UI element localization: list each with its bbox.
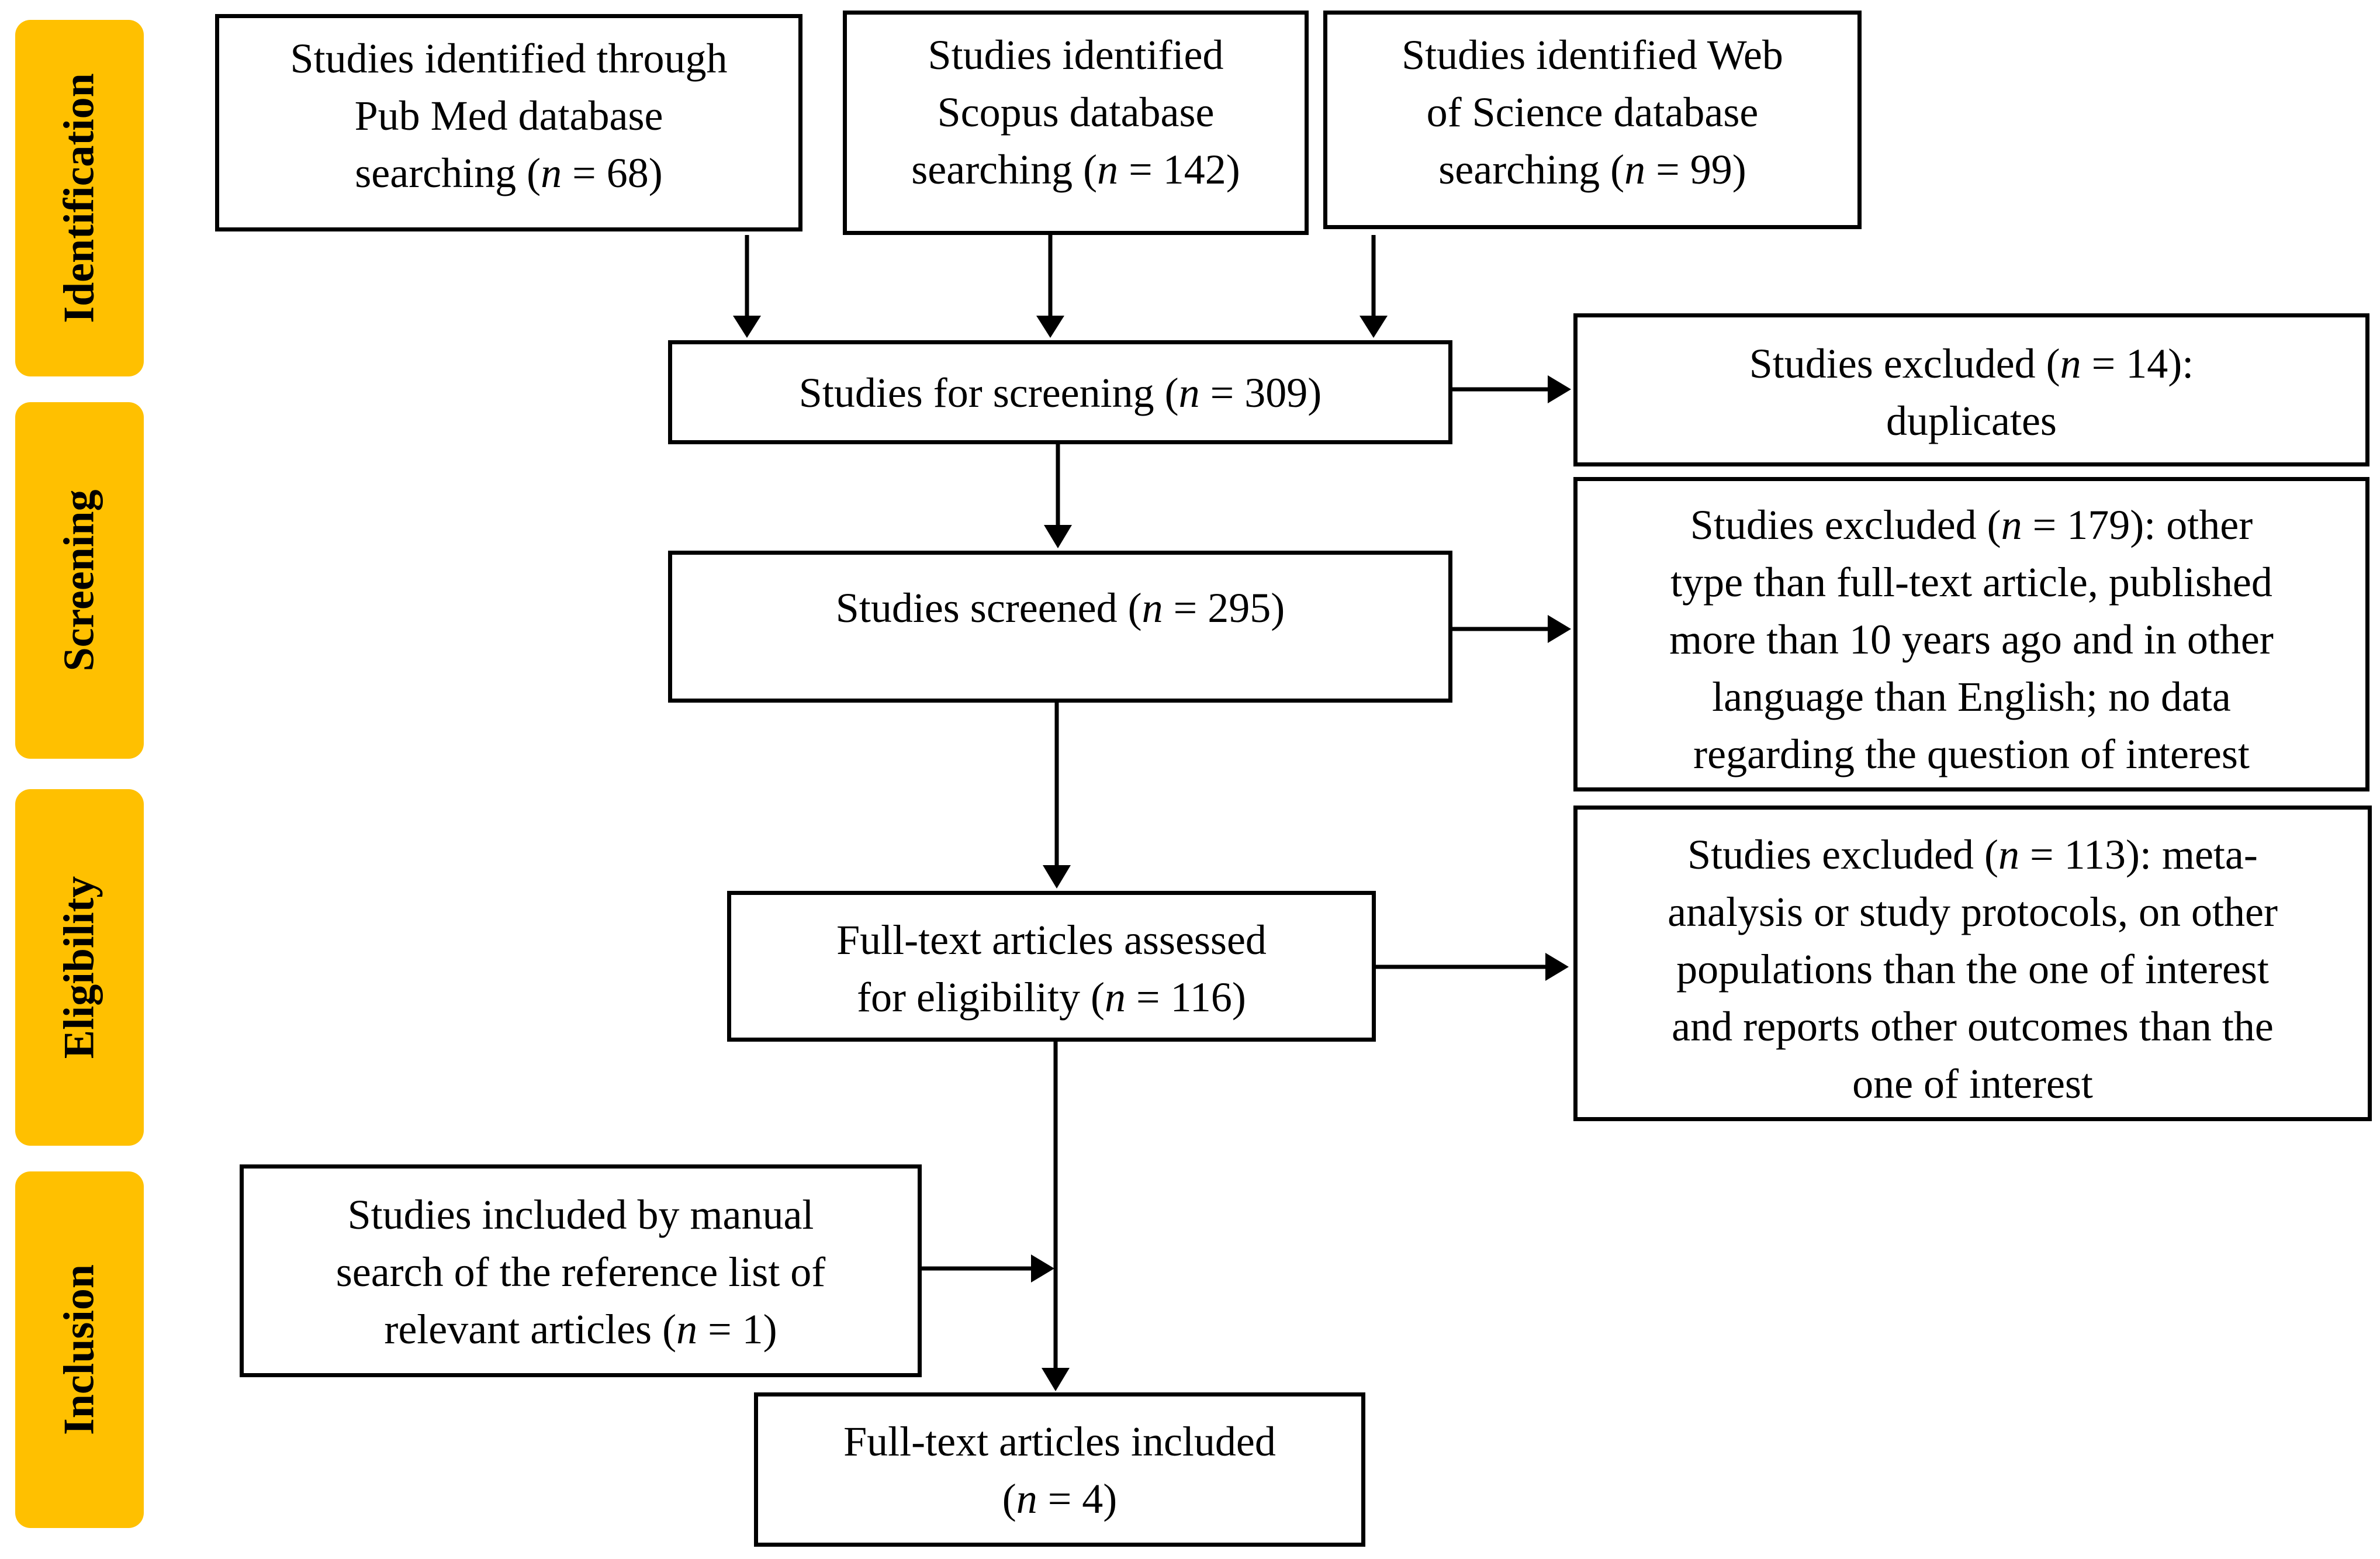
fulltext-assessed-n-symbol: n — [1105, 974, 1126, 1021]
excluded-eligibility-line-1: Studies excluded (n = 113): meta- — [1583, 826, 2362, 883]
pubmed-line-2: Pub Med database — [354, 92, 663, 139]
arrowhead-included — [1042, 1368, 1070, 1391]
pubmed-box: Studies identified through Pub Med datab… — [215, 14, 802, 231]
phase-eligibility: Eligibility — [15, 789, 144, 1146]
pubmed-line-3: searching (n = 68) — [225, 144, 793, 202]
for-screening-n-symbol: n — [1178, 369, 1200, 416]
phase-screening: Screening — [15, 402, 144, 759]
scopus-line-3: searching (n = 142) — [853, 141, 1299, 198]
arrowhead-scopus — [1036, 316, 1064, 338]
excluded-duplicates-line-1: Studies excluded (n = 14): — [1583, 335, 2360, 392]
for-screening-prefix: Studies for screening ( — [798, 369, 1179, 416]
wos-box: Studies identified Web of Science databa… — [1323, 11, 1862, 229]
screened-suffix: = 295) — [1163, 585, 1285, 631]
arrowhead-screened — [1044, 525, 1072, 548]
pubmed-count-prefix: searching ( — [355, 150, 541, 196]
excluded-duplicates-suffix: = 14): — [2081, 340, 2194, 387]
excluded-duplicates-prefix: Studies excluded ( — [1749, 340, 2060, 387]
for-screening-box: Studies for screening (n = 309) — [668, 340, 1452, 444]
excluded-screening-line-5: regarding the question of interest — [1693, 731, 2250, 777]
phase-inclusion: Inclusion — [15, 1171, 144, 1528]
screened-n-symbol: n — [1141, 585, 1163, 631]
manual-search-suffix: = 1) — [697, 1306, 777, 1353]
excluded-screening-line-4: language than English; no data — [1712, 673, 2231, 720]
scopus-line-2: Scopus database — [937, 89, 1215, 136]
manual-search-n-symbol: n — [676, 1306, 698, 1353]
manual-search-line-3: relevant articles (n = 1) — [250, 1301, 912, 1358]
included-line-1: Full-text articles included — [843, 1418, 1276, 1465]
manual-search-line-2: search of the reference list of — [335, 1249, 826, 1295]
excluded-screening-line-3: more than 10 years ago and in other — [1669, 616, 2274, 663]
manual-search-box: Studies included by manual search of the… — [240, 1164, 922, 1377]
scopus-box: Studies identified Scopus database searc… — [843, 11, 1309, 235]
included-prefix: ( — [1002, 1475, 1016, 1522]
arrowhead-pubmed — [733, 316, 761, 338]
for-screening-suffix: = 309) — [1199, 369, 1322, 416]
scopus-line-1: Studies identified — [928, 32, 1224, 78]
excluded-screening-line-2: type than full-text article, published — [1670, 559, 2272, 606]
phase-identification: Identification — [15, 20, 144, 376]
excluded-duplicates-line-2: duplicates — [1886, 397, 2057, 444]
screened-line-1: Studies screened (n = 295) — [678, 579, 1442, 637]
arrowhead-wos — [1359, 316, 1388, 338]
included-line-2: (n = 4) — [764, 1470, 1355, 1527]
included-suffix: = 4) — [1037, 1475, 1118, 1522]
excluded-eligibility-line-3: populations than the one of interest — [1676, 946, 2269, 993]
excluded-eligibility-n-symbol: n — [1998, 831, 2020, 878]
fulltext-assessed-box: Full-text articles assessed for eligibil… — [727, 891, 1376, 1042]
excluded-eligibility-line-2: analysis or study protocols, on other — [1668, 889, 2278, 935]
fulltext-assessed-line-2: for eligibility (n = 116) — [737, 969, 1366, 1026]
excluded-screening-line-1: Studies excluded (n = 179): other — [1583, 496, 2360, 554]
screened-prefix: Studies screened ( — [835, 585, 1142, 631]
wos-line-2: of Science database — [1426, 89, 1759, 136]
arrowhead-manual — [1031, 1254, 1054, 1283]
scopus-n-symbol: n — [1097, 146, 1119, 193]
pubmed-line-1: Studies identified through — [290, 35, 728, 82]
fulltext-assessed-suffix: = 116) — [1126, 974, 1246, 1021]
wos-line-1: Studies identified Web — [1402, 32, 1783, 78]
excluded-duplicates-box: Studies excluded (n = 14): duplicates — [1573, 313, 2369, 466]
wos-count-suffix: = 99) — [1645, 146, 1746, 193]
pubmed-n-symbol: n — [541, 150, 562, 196]
for-screening-line-1: Studies for screening (n = 309) — [678, 364, 1442, 421]
screened-box: Studies screened (n = 295) — [668, 551, 1452, 703]
excluded-eligibility-line-5: one of interest — [1852, 1060, 2093, 1107]
excluded-screening-n-symbol: n — [2001, 502, 2022, 548]
manual-search-line-1: Studies included by manual — [347, 1191, 814, 1238]
wos-n-symbol: n — [1624, 146, 1646, 193]
manual-search-prefix: relevant articles ( — [384, 1306, 677, 1353]
excluded-duplicates-n-symbol: n — [2060, 340, 2081, 387]
arrowhead-excluded-eligibility — [1545, 953, 1569, 981]
wos-line-3: searching (n = 99) — [1333, 141, 1852, 198]
excluded-screening-suffix: = 179): other — [2022, 502, 2253, 548]
included-box: Full-text articles included (n = 4) — [754, 1392, 1365, 1547]
excluded-eligibility-prefix: Studies excluded ( — [1687, 831, 1999, 878]
excluded-eligibility-suffix: = 113): meta- — [2019, 831, 2258, 878]
excluded-screening-box: Studies excluded (n = 179): other type t… — [1573, 477, 2369, 791]
pubmed-count-suffix: = 68) — [562, 150, 663, 196]
wos-count-prefix: searching ( — [1438, 146, 1625, 193]
fulltext-assessed-line-1: Full-text articles assessed — [836, 917, 1267, 963]
excluded-eligibility-line-4: and reports other outcomes than the — [1672, 1003, 2274, 1050]
excluded-eligibility-box: Studies excluded (n = 113): meta- analys… — [1573, 806, 2372, 1121]
scopus-count-prefix: searching ( — [911, 146, 1098, 193]
fulltext-assessed-prefix: for eligibility ( — [857, 974, 1105, 1021]
arrowhead-duplicates — [1548, 375, 1571, 403]
included-n-symbol: n — [1016, 1475, 1037, 1522]
excluded-screening-prefix: Studies excluded ( — [1690, 502, 2001, 548]
arrowhead-excluded-screening — [1548, 615, 1571, 643]
arrowhead-fulltext — [1043, 865, 1071, 889]
scopus-count-suffix: = 142) — [1118, 146, 1240, 193]
